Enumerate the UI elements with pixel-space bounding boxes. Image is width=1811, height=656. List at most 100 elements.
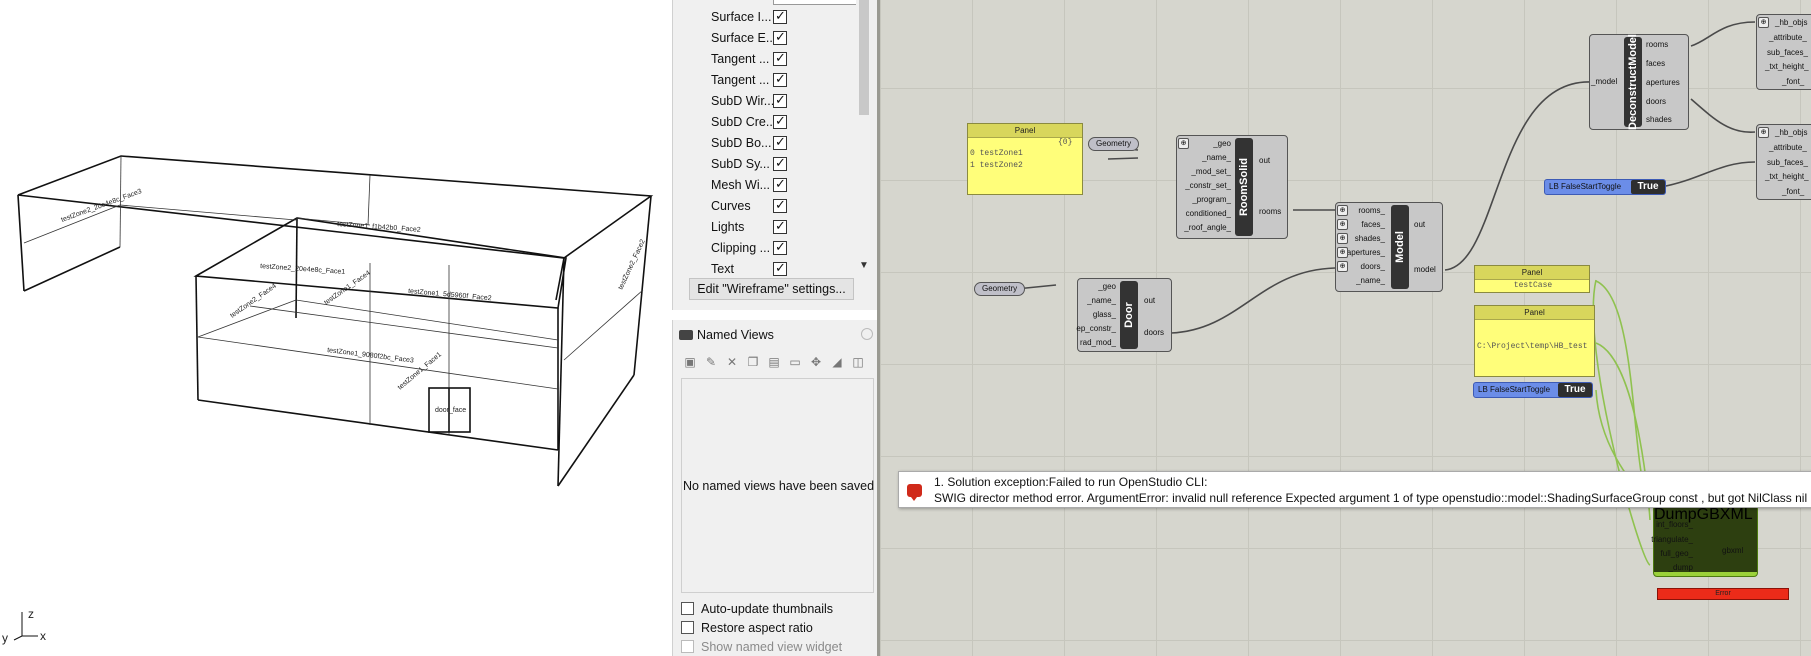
scroll-down-icon[interactable]: ▼ <box>859 260 869 271</box>
setting-row[interactable]: SubD Bo... <box>673 133 878 154</box>
setting-checkbox[interactable] <box>773 8 787 24</box>
input-port[interactable]: _dump <box>1668 563 1693 572</box>
layers-icon[interactable]: ◫ <box>852 355 864 369</box>
checkbox[interactable] <box>681 602 694 615</box>
input-port[interactable]: _geo <box>1213 139 1231 148</box>
setting-row[interactable]: Curves <box>673 196 878 217</box>
setting-checkbox[interactable] <box>773 176 787 192</box>
edit-icon[interactable]: ✎ <box>705 355 717 369</box>
setting-row[interactable]: Surface I... <box>673 7 878 28</box>
input-port[interactable]: sub_faces_ <box>1767 158 1808 167</box>
input-port[interactable]: _constr_set_ <box>1185 181 1231 190</box>
input-port[interactable]: _name_ <box>1202 153 1231 162</box>
setting-checkbox[interactable] <box>773 239 787 255</box>
tab-named-views[interactable]: Named Views <box>679 324 774 346</box>
input-port[interactable]: _attribute_ <box>1769 143 1807 152</box>
label-component-2[interactable]: ⊕ _hb_objs _attribute_ sub_faces_ _txt_h… <box>1756 124 1811 200</box>
setting-checkbox[interactable] <box>773 260 787 276</box>
setting-row[interactable]: Surface E... <box>673 28 878 49</box>
input-port[interactable]: rad_mod_ <box>1079 338 1116 347</box>
input-port[interactable]: rooms_ <box>1358 206 1385 215</box>
geometry-param[interactable]: Geometry <box>974 282 1026 296</box>
delete-icon[interactable]: ✕ <box>726 355 738 369</box>
checkbox[interactable] <box>681 621 694 634</box>
error-runtime-bar[interactable]: Error <box>1657 588 1789 600</box>
output-port[interactable]: gbxml <box>1722 546 1744 555</box>
input-port[interactable]: glass_ <box>1092 310 1116 319</box>
model-component[interactable]: rooms_ faces_ shades_ apertures_ doors_ … <box>1335 202 1443 292</box>
text-panel-name[interactable]: Panel testCase <box>1474 265 1590 293</box>
setting-checkbox[interactable] <box>773 29 787 45</box>
setting-checkbox[interactable] <box>773 134 787 150</box>
setting-row[interactable]: Mesh Wi... <box>673 175 878 196</box>
input-port[interactable]: _txt_height_ <box>1765 172 1809 181</box>
named-views-list[interactable]: No named views have been saved <box>681 378 874 593</box>
false-start-toggle[interactable]: LB FalseStartToggle True <box>1473 382 1593 398</box>
input-port[interactable]: shades_ <box>1354 234 1385 243</box>
setting-row[interactable]: Tangent ... <box>673 70 878 91</box>
output-port[interactable]: out <box>1414 220 1426 229</box>
input-port[interactable]: _name_ <box>1356 276 1385 285</box>
input-port[interactable]: _model <box>1591 77 1618 86</box>
settings-scrollbar[interactable] <box>856 0 872 275</box>
label-component-1[interactable]: ⊕ _hb_objs _attribute_ sub_faces_ _txt_h… <box>1756 14 1811 90</box>
setting-checkbox[interactable] <box>773 155 787 171</box>
output-port[interactable]: doors <box>1646 97 1667 106</box>
door-component[interactable]: _geo _name_ glass_ ep_constr_ rad_mod_ D… <box>1076 278 1172 352</box>
dump-gbxml-component[interactable]: int_floors_ triangulate_ full_geo_ _dump… <box>1651 505 1758 577</box>
pointer-icon[interactable]: ✥ <box>810 355 822 369</box>
roomsolid-component[interactable]: _geo _name_ _mod_set_ _constr_set_ _prog… <box>1176 135 1288 239</box>
output-port[interactable]: out <box>1144 296 1156 305</box>
text-panel-folder[interactable]: Panel C:\Project\temp\HB_test <box>1474 305 1595 377</box>
input-port[interactable]: _roof_angle_ <box>1184 223 1231 232</box>
output-port[interactable]: shades <box>1646 115 1672 124</box>
setting-checkbox[interactable] <box>773 113 787 129</box>
input-port[interactable]: _program_ <box>1192 195 1231 204</box>
setting-row[interactable]: Clipping ... <box>673 238 878 259</box>
setting-checkbox[interactable] <box>773 218 787 234</box>
panel-options-icon[interactable] <box>861 328 873 340</box>
output-port[interactable]: apertures <box>1646 78 1680 87</box>
output-port[interactable]: doors <box>1144 328 1165 337</box>
setting-row[interactable]: SubD Cre... <box>673 112 878 133</box>
setting-row[interactable]: Lights <box>673 217 878 238</box>
input-port[interactable]: faces_ <box>1361 220 1385 229</box>
setting-row[interactable]: SubD Wir... <box>673 91 878 112</box>
save-icon[interactable]: ▣ <box>684 355 696 369</box>
setting-checkbox[interactable] <box>773 71 787 87</box>
grasshopper-canvas[interactable]: Panel {0} 0 testZone1 1 testZone2 Geomet… <box>877 0 1811 656</box>
setting-checkbox[interactable] <box>773 50 787 66</box>
input-port[interactable]: triangulate_ <box>1651 535 1693 544</box>
input-port[interactable]: _attribute_ <box>1769 33 1807 42</box>
geometry-param[interactable]: Geometry <box>1088 137 1140 151</box>
input-port[interactable]: conditioned_ <box>1185 209 1231 218</box>
setting-row[interactable]: Tangent ... <box>673 49 878 70</box>
input-port[interactable]: doors_ <box>1360 262 1385 271</box>
setting-checkbox[interactable] <box>773 197 787 213</box>
input-port[interactable]: _name_ <box>1087 296 1116 305</box>
setting-row[interactable]: SubD Sy... <box>673 154 878 175</box>
toggle-value[interactable]: True <box>1558 383 1592 397</box>
input-port[interactable]: _font_ <box>1782 187 1805 196</box>
setting-row[interactable]: Text <box>673 259 878 280</box>
false-start-toggle[interactable]: LB FalseStartToggle True <box>1544 179 1666 195</box>
output-port[interactable]: rooms <box>1646 40 1669 49</box>
restore-icon[interactable]: ◢ <box>832 355 842 369</box>
input-port[interactable]: _hb_objs <box>1775 18 1808 27</box>
output-port[interactable]: rooms <box>1259 207 1282 216</box>
folder-icon[interactable]: ▭ <box>789 355 801 369</box>
input-port[interactable]: _txt_height_ <box>1765 62 1809 71</box>
input-port[interactable]: _hb_objs <box>1775 128 1808 137</box>
deconstruct-model-component[interactable]: _model DeconstructModel rooms faces aper… <box>1589 34 1689 130</box>
input-port[interactable]: full_geo_ <box>1660 549 1693 558</box>
input-port[interactable]: sub_faces_ <box>1767 48 1808 57</box>
input-port[interactable]: _mod_set_ <box>1191 167 1231 176</box>
toggle-value[interactable]: True <box>1631 180 1665 194</box>
input-port[interactable]: _geo <box>1098 282 1116 291</box>
text-panel-zones[interactable]: Panel {0} 0 testZone1 1 testZone2 <box>967 123 1083 195</box>
output-port[interactable]: model <box>1414 265 1436 274</box>
edit-wireframe-settings-button[interactable]: Edit "Wireframe" settings... <box>689 278 854 300</box>
input-port[interactable]: apertures_ <box>1346 248 1385 257</box>
paste-icon[interactable]: ▤ <box>768 355 780 369</box>
copy-icon[interactable]: ❐ <box>747 355 759 369</box>
